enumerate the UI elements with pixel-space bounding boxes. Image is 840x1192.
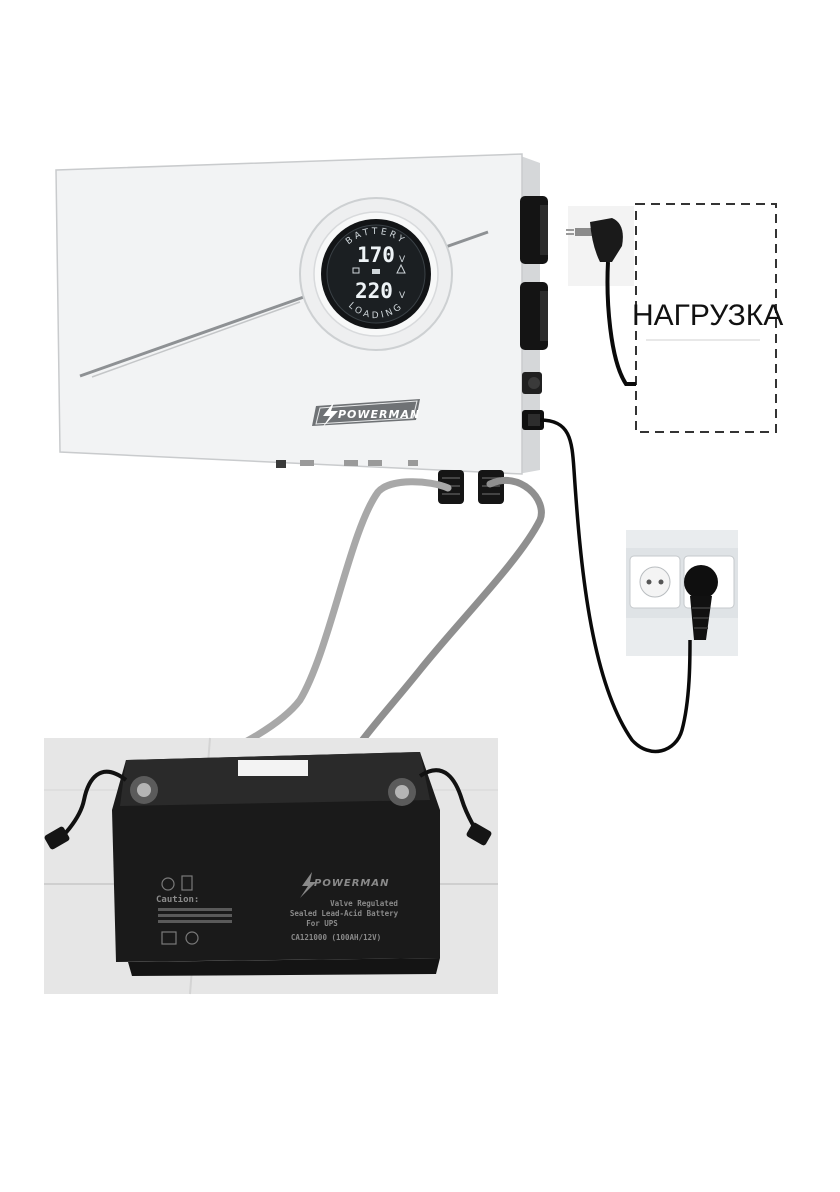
battery-line3: For UPS — [306, 919, 338, 928]
inverter-brand-text: POWERMAN — [338, 408, 420, 421]
lightning-bolt-icon — [322, 402, 338, 428]
battery-line2: Sealed Lead-Acid Battery — [290, 909, 399, 918]
inverter-lcd-display: BATTERY LOADING 170 V 220 V — [321, 219, 431, 329]
load-label: НАГРУЗКА — [632, 299, 784, 332]
warning-icon — [396, 263, 406, 274]
input-power-connector — [522, 410, 544, 430]
ce-mark-icon — [185, 931, 199, 945]
load-plug — [566, 206, 636, 386]
plug-status-icon — [352, 267, 360, 274]
output-socket-top — [520, 196, 548, 264]
battery-top-sticker — [238, 760, 308, 776]
battery-caution-title: Caution: — [156, 894, 199, 905]
battery-terminal-negative — [388, 778, 416, 806]
no-trash-icon — [181, 875, 193, 891]
wall-socket — [626, 530, 738, 656]
eac-mark-icon — [161, 931, 177, 945]
recycle-icon — [161, 877, 175, 891]
mains-power-cable — [539, 418, 692, 754]
load-box — [635, 203, 777, 433]
battery-model: CA121000 (100AH/12V) — [291, 933, 381, 942]
inverter-brand-logo: POWERMAN — [312, 399, 420, 428]
inverter-front-panel — [55, 153, 523, 475]
load-plug-cable — [605, 261, 636, 386]
plug-icon — [575, 228, 596, 236]
display-bottom-unit: V — [399, 291, 406, 301]
fuse-holder — [522, 372, 542, 394]
display-top-unit: V — [399, 255, 406, 265]
battery: POWERMAN Caution: Valve Regulated Sealed… — [44, 737, 498, 995]
display-bottom-value: 220 — [355, 279, 393, 303]
display-top-value: 170 — [357, 243, 395, 267]
battery-line1: Valve Regulated — [330, 899, 398, 908]
battery-brand-text: POWERMAN — [314, 878, 389, 889]
battery-lightning-icon — [300, 872, 316, 898]
battery-status-icon — [372, 269, 380, 274]
battery-terminal-positive — [130, 776, 158, 804]
output-socket-bottom — [520, 282, 548, 350]
inverter-unit: BATTERY LOADING 170 V 220 V POWERMAN — [55, 153, 548, 504]
